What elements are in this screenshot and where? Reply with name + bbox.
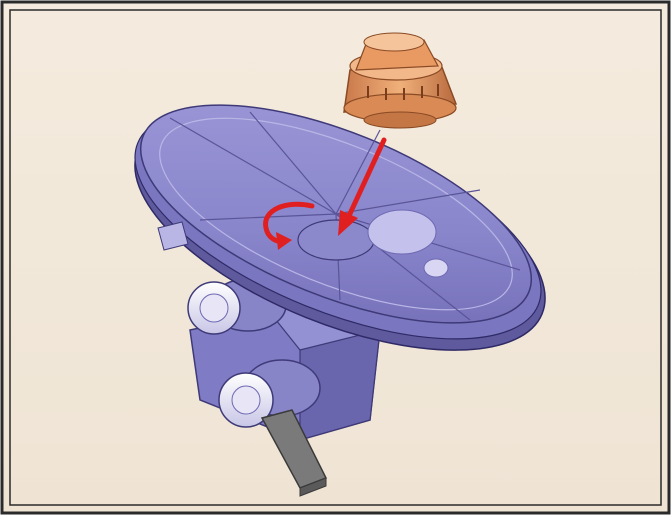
figure-frame bbox=[0, 0, 671, 515]
exploded-view-illustration bbox=[0, 0, 671, 515]
